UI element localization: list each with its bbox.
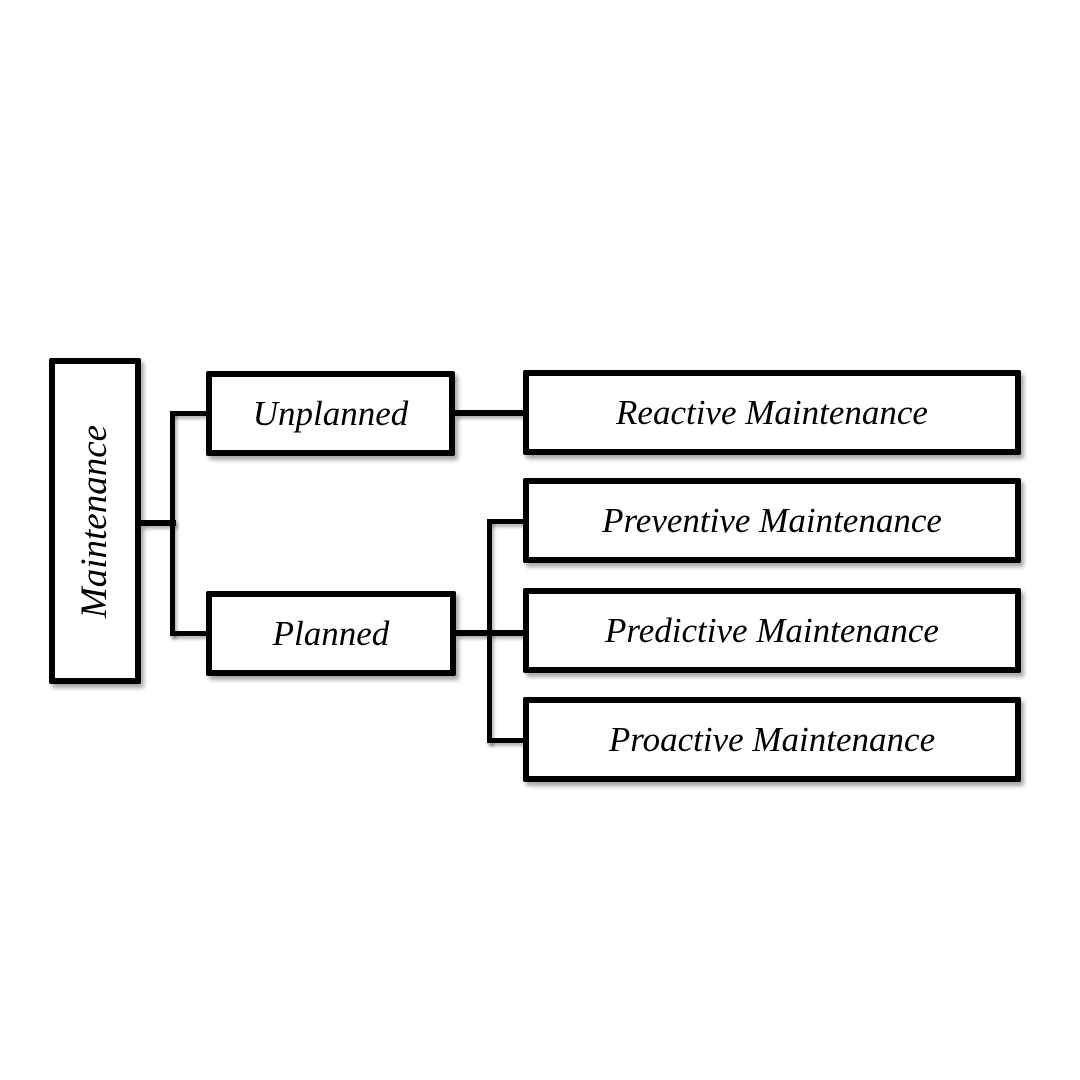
connector-unplanned-reactive (455, 410, 523, 416)
connector-left-vertical (170, 411, 175, 636)
connector-planned-proactive (487, 738, 523, 743)
node-maintenance-label: Maintenance (74, 424, 116, 618)
node-predictive-maintenance: Predictive Maintenance (523, 588, 1021, 673)
node-maintenance: Maintenance (49, 358, 141, 684)
node-proactive-maintenance-label: Proactive Maintenance (608, 720, 936, 759)
node-unplanned-label: Unplanned (252, 394, 409, 433)
connector-right-vertical (487, 519, 492, 743)
connector-maintenance-stub (141, 520, 176, 526)
node-predictive-maintenance-label: Predictive Maintenance (605, 611, 939, 650)
node-reactive-maintenance: Reactive Maintenance (523, 370, 1021, 455)
connector-planned-preventive (487, 519, 523, 524)
node-reactive-maintenance-label: Reactive Maintenance (616, 393, 928, 432)
node-planned: Planned (206, 591, 456, 676)
node-preventive-maintenance-label: Preventive Maintenance (602, 501, 942, 540)
connector-maintenance-planned (170, 631, 206, 636)
node-unplanned: Unplanned (206, 371, 455, 456)
node-proactive-maintenance: Proactive Maintenance (523, 697, 1021, 782)
connector-maintenance-unplanned (170, 411, 206, 416)
node-preventive-maintenance: Preventive Maintenance (523, 478, 1021, 563)
node-planned-label: Planned (272, 614, 390, 653)
